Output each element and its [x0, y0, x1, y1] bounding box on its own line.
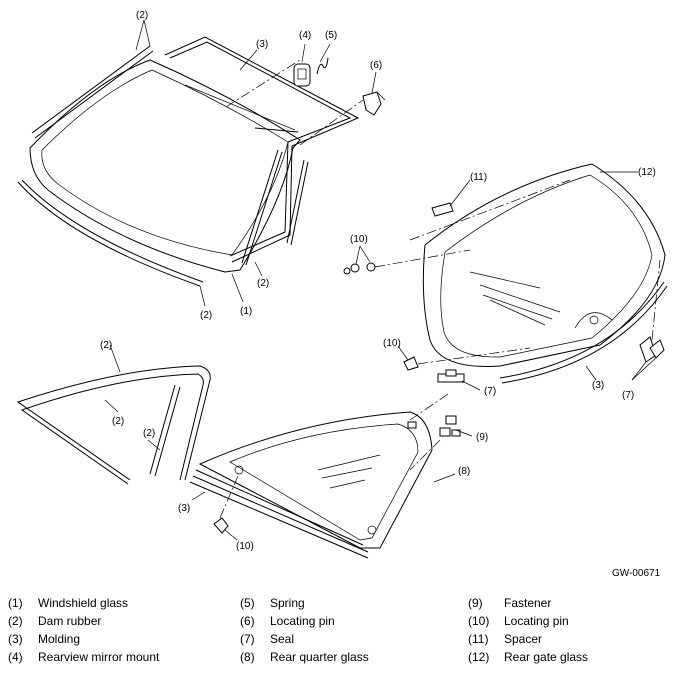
legend-number: (7) — [240, 632, 255, 646]
callout-6: (6) — [370, 60, 382, 71]
legend-number: (9) — [468, 596, 483, 610]
callout-12: (12) — [638, 167, 656, 178]
legend-label: Locating pin — [504, 614, 569, 628]
legend-label: Spacer — [504, 632, 543, 646]
rear-quarter-group — [16, 344, 473, 559]
callout-1: (1) — [240, 306, 252, 317]
dam-rubber-quarter-inner — [149, 384, 176, 475]
legend-number: (6) — [240, 614, 255, 628]
callout-9: (9) — [476, 432, 488, 443]
windshield-glass — [29, 59, 301, 273]
legend-item: (6) Locating pin — [240, 614, 335, 628]
legend-item: (8) Rear quarter glass — [240, 650, 369, 664]
legend-item: (1) Windshield glass — [8, 596, 128, 610]
callout-7: (7) — [622, 390, 634, 401]
callout-4: (4) — [299, 30, 311, 41]
locating-pin-windshield — [362, 91, 382, 116]
callout-3: (3) — [256, 39, 268, 50]
legend-label: Seal — [270, 632, 295, 646]
legend-label: Molding — [38, 632, 81, 646]
dam-rubber-right — [286, 159, 305, 244]
legend-number: (4) — [8, 650, 23, 664]
legend-label: Locating pin — [270, 614, 335, 628]
spacer-part — [431, 202, 454, 217]
locating-pin-gate-left — [343, 262, 376, 275]
callout-11: (11) — [470, 172, 487, 183]
legend-number: (8) — [240, 650, 255, 664]
callout-2: (2) — [112, 416, 124, 427]
legend-number: (1) — [8, 596, 23, 610]
spring-part — [316, 57, 329, 75]
legend-number: (5) — [240, 596, 255, 610]
windshield-group — [17, 19, 386, 307]
parts-diagram: (1) (2) (2) (2) (2) (2) (2) (3) (3) (3) … — [16, 10, 668, 559]
legend-number: (11) — [468, 632, 489, 646]
legend-item: (2) Dam rubber — [8, 614, 101, 628]
callout-10: (10) — [350, 234, 368, 245]
callout-10: (10) — [383, 338, 401, 349]
callout-2: (2) — [143, 428, 155, 439]
legend-item: (3) Molding — [8, 632, 80, 646]
callout-10: (10) — [236, 541, 254, 552]
legend-item: (4) Rearview mirror mount — [8, 650, 159, 664]
windshield-molding — [164, 36, 360, 263]
rear-gate-glass — [422, 163, 666, 367]
legend-item: (10) Locating pin — [468, 614, 569, 628]
callout-8: (8) — [458, 466, 470, 477]
legend-label: Dam rubber — [38, 614, 102, 628]
rear-gate-molding — [499, 281, 665, 379]
legend-number: (10) — [468, 614, 490, 628]
locating-pin-gate-bottom — [403, 356, 419, 371]
locating-pin-quarter — [213, 517, 229, 534]
legend-number: (3) — [8, 632, 23, 646]
dam-rubber-top — [31, 45, 151, 134]
dam-rubber-quarter-outer — [16, 365, 211, 481]
rearview-mirror-mount — [293, 63, 311, 87]
legend-label: Windshield glass — [38, 596, 129, 610]
legend-number: (12) — [468, 650, 490, 664]
dam-rubber-bottom — [17, 181, 201, 287]
legend-number: (2) — [8, 614, 23, 628]
fastener-part — [445, 415, 457, 425]
rear-quarter-glass — [198, 411, 433, 549]
legend-label: Rear gate glass — [504, 650, 589, 664]
legend-label: Rear quarter glass — [270, 650, 369, 664]
rear-gate-group — [343, 163, 668, 391]
callout-2: (2) — [257, 278, 269, 289]
rear-quarter-molding — [189, 481, 369, 559]
callout-3: (3) — [178, 503, 190, 514]
legend-label: Rearview mirror mount — [38, 650, 160, 664]
legend-item: (9) Fastener — [468, 596, 551, 610]
callout-5: (5) — [325, 30, 337, 41]
legend-item: (12) Rear gate glass — [468, 650, 588, 664]
legend-label: Spring — [270, 596, 305, 610]
legend-item: (5) Spring — [240, 596, 305, 610]
callout-3: (3) — [592, 380, 604, 391]
figure-code: GW-00671 — [612, 568, 661, 579]
callout-2: (2) — [136, 10, 148, 21]
callout-2: (2) — [200, 310, 212, 321]
callout-2: (2) — [100, 340, 112, 351]
parts-legend: (1) Windshield glass (2) Dam rubber (3) Mol… — [0, 594, 690, 673]
dam-rubber-side — [241, 149, 279, 264]
legend-item: (11) Spacer — [468, 632, 542, 646]
callout-7: (7) — [484, 386, 496, 397]
legend-item: (7) Seal — [240, 632, 294, 646]
legend-label: Fastener — [504, 596, 552, 610]
